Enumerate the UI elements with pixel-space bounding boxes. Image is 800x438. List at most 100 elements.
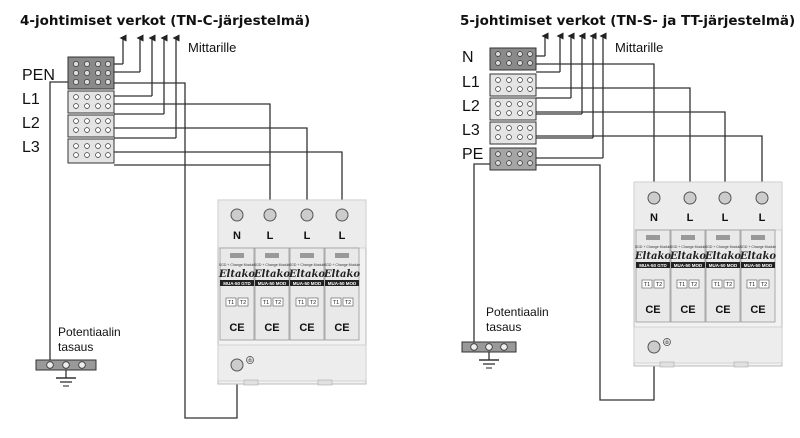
- svg-text:MUA-50 GTD: MUA-50 GTD: [639, 263, 667, 268]
- right-terminal-block-l3: [489, 121, 537, 145]
- svg-text:MUA-50 MOD: MUA-50 MOD: [744, 263, 773, 268]
- left-module-3: SGD + Change Module Eltako MUA-50 MOD T1…: [288, 247, 325, 341]
- svg-text:SGD + Change Module: SGD + Change Module: [705, 245, 741, 249]
- screw-terminal-icon: [335, 208, 349, 222]
- svg-text:Eltako: Eltako: [253, 269, 290, 280]
- left-meter-arrows: [119, 34, 180, 138]
- screw-terminal-icon: [73, 61, 111, 85]
- right-terminal-block-l1: [489, 73, 537, 97]
- svg-text:MUA-50 MOD: MUA-50 MOD: [293, 281, 322, 286]
- svg-text:Eltako: Eltako: [218, 269, 255, 280]
- svg-text:MUA-50 MOD: MUA-50 MOD: [709, 263, 738, 268]
- svg-text:Eltako: Eltako: [288, 269, 325, 280]
- svg-text:T1: T1: [714, 282, 720, 288]
- left-meter-wires: [114, 63, 176, 139]
- right-terminal-block-pe: [489, 147, 537, 171]
- svg-text:T2: T2: [345, 300, 351, 306]
- right-equipotential-line2: tasaus: [486, 320, 521, 334]
- left-pole-l1: L: [267, 230, 274, 242]
- right-pole-l2: L: [722, 212, 729, 224]
- right-module-2: SGD + Change Module Eltako MUA-50 MOD T1…: [669, 229, 706, 323]
- svg-text:T2: T2: [656, 282, 662, 288]
- svg-text:SGD + Change Module: SGD + Change Module: [254, 263, 290, 267]
- ce-mark-icon: CE: [680, 304, 695, 316]
- right-terminal-block-l2: [489, 97, 537, 121]
- svg-text:SGD + Change Module: SGD + Change Module: [670, 245, 706, 249]
- right-meter-label: Mittarille: [615, 40, 663, 55]
- left-pole-l3: L: [339, 230, 346, 242]
- svg-text:SGD + Change Module: SGD + Change Module: [289, 263, 325, 267]
- right-module-1: SGD + Change Module Eltako MUA-50 GTD T1…: [634, 229, 671, 323]
- svg-text:T1: T1: [263, 300, 269, 306]
- svg-text:Eltako: Eltako: [323, 269, 360, 280]
- right-module-3: SGD + Change Module Eltako MUA-50 MOD T1…: [704, 229, 741, 323]
- right-label-pe: PE: [462, 146, 483, 163]
- screw-terminal-icon: [300, 208, 314, 222]
- left-terminal-block-l2: [67, 114, 115, 138]
- ground-icon: [56, 370, 76, 387]
- svg-text:T1: T1: [228, 300, 234, 306]
- right-label-l1: L1: [462, 74, 480, 91]
- svg-text:MUA-50 GTD: MUA-50 GTD: [223, 281, 251, 286]
- svg-text:SGD + Change Module: SGD + Change Module: [219, 263, 255, 267]
- right-module-4: SGD + Change Module Eltako MUA-50 MOD T1…: [739, 229, 776, 323]
- right-pole-n: N: [650, 212, 658, 224]
- left-meter-label: Mittarille: [188, 40, 236, 55]
- left-label-l3: L3: [22, 139, 40, 156]
- left-equipotential-line1: Potentiaalin: [58, 325, 121, 339]
- right-meter-arrows: [541, 32, 607, 158]
- left-terminal-block-l3: [67, 138, 115, 164]
- svg-text:MUA-50 MOD: MUA-50 MOD: [674, 263, 703, 268]
- left-module-1: SGD + Change Module Eltako MUA-50 GTD T1…: [218, 247, 255, 341]
- svg-text:T2: T2: [240, 300, 246, 306]
- svg-text:SGD + Change Module: SGD + Change Module: [740, 245, 776, 249]
- right-panel: 5-johtimiset verkot (TN-S- ja TT-järjest…: [460, 13, 795, 401]
- left-label-l2: L2: [22, 115, 40, 132]
- right-equipotential-bar: [461, 341, 517, 353]
- screw-terminal-icon: [230, 208, 244, 222]
- right-device-wires: [473, 63, 763, 401]
- svg-text:T1: T1: [679, 282, 685, 288]
- svg-text:T2: T2: [691, 282, 697, 288]
- screw-terminal-icon: [683, 191, 697, 205]
- right-label-n: N: [462, 49, 474, 66]
- left-title: 4-johtimiset verkot (TN-C-järjestelmä): [20, 13, 310, 29]
- screw-terminal-icon: [647, 340, 661, 354]
- svg-text:Eltako: Eltako: [634, 251, 671, 262]
- svg-text:Eltako: Eltako: [704, 251, 741, 262]
- right-equipotential-line1: Potentiaalin: [486, 305, 549, 319]
- screw-terminal-icon: [718, 191, 732, 205]
- svg-text:T1: T1: [644, 282, 650, 288]
- ce-mark-icon: CE: [750, 304, 765, 316]
- screw-terminal-icon: [263, 208, 277, 222]
- right-label-l3: L3: [462, 122, 480, 139]
- ce-mark-icon: CE: [645, 304, 660, 316]
- ce-mark-icon: CE: [299, 322, 314, 334]
- svg-text:T1: T1: [298, 300, 304, 306]
- left-surge-protection-device: N L L L SGD + Change Module Eltako MUA-5…: [217, 199, 367, 386]
- svg-text:T2: T2: [726, 282, 732, 288]
- ce-mark-icon: CE: [715, 304, 730, 316]
- screw-terminal-icon: [230, 358, 244, 372]
- svg-text:MUA-50 MOD: MUA-50 MOD: [328, 281, 357, 286]
- ce-mark-icon: CE: [264, 322, 279, 334]
- left-label-l1: L1: [22, 91, 40, 108]
- left-equipotential-line2: tasaus: [58, 340, 93, 354]
- svg-text:SGD + Change Module: SGD + Change Module: [324, 263, 360, 267]
- left-module-4: SGD + Change Module Eltako MUA-50 MOD T1…: [323, 247, 360, 341]
- svg-text:SGD + Change Module: SGD + Change Module: [635, 245, 671, 249]
- right-label-l2: L2: [462, 98, 480, 115]
- svg-text:T1: T1: [333, 300, 339, 306]
- svg-text:Eltako: Eltako: [669, 251, 706, 262]
- left-equipotential-bar: [35, 359, 97, 371]
- left-module-2: SGD + Change Module Eltako MUA-50 MOD T1…: [253, 247, 290, 341]
- left-terminal-block-l1: [67, 90, 115, 114]
- right-terminal-block-n: [489, 47, 537, 71]
- ground-icon: [246, 356, 254, 364]
- ce-mark-icon: CE: [334, 322, 349, 334]
- right-pole-l3: L: [759, 212, 766, 224]
- right-pole-l1: L: [687, 212, 694, 224]
- left-panel: 4-johtimiset verkot (TN-C-järjestelmä) M…: [20, 13, 367, 419]
